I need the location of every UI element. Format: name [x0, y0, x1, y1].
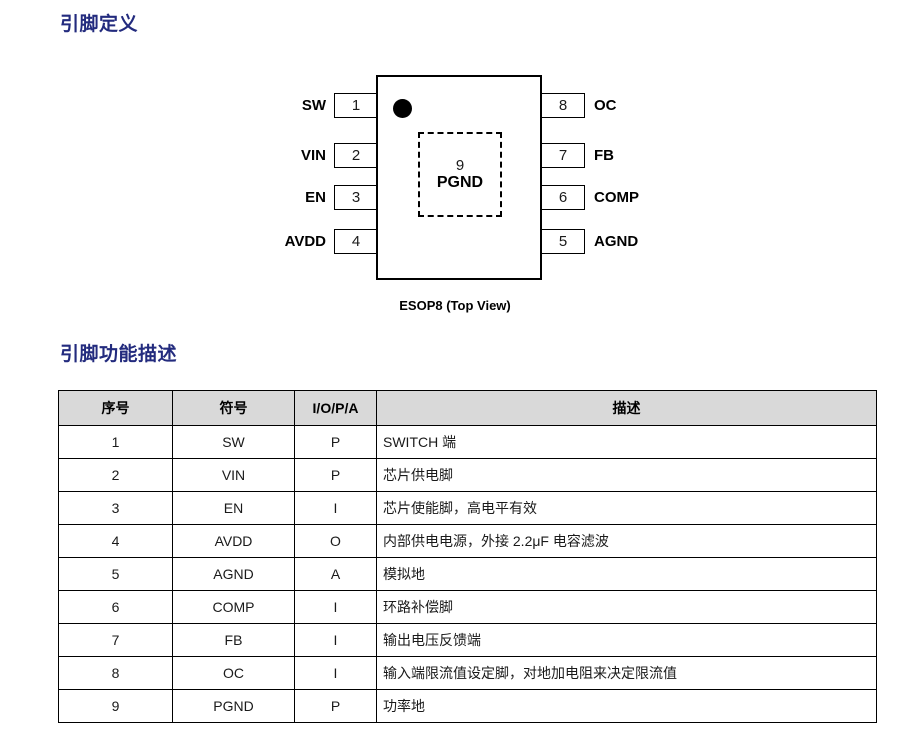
cell-iopa: I: [294, 623, 377, 657]
cell-symbol: VIN: [172, 458, 295, 492]
pin-label-vin: VIN: [300, 147, 326, 164]
cell-no: 9: [58, 689, 173, 723]
table-header-description: 描述: [376, 390, 877, 426]
cell-iopa: A: [294, 557, 377, 591]
pin-box-5: 5: [541, 229, 585, 254]
cell-iopa: P: [294, 458, 377, 492]
pin-box-3: 3: [334, 185, 378, 210]
pin-box-7: 7: [541, 143, 585, 168]
cell-description: 内部供电电源，外接 2.2μF 电容滤波: [376, 524, 877, 558]
exposed-pad-number: 9: [455, 156, 465, 174]
cell-iopa: I: [294, 590, 377, 624]
pin-label-en: EN: [305, 189, 326, 206]
cell-iopa: O: [294, 524, 377, 558]
cell-description: 输出电压反馈端: [376, 623, 877, 657]
cell-no: 8: [58, 656, 173, 690]
pin-label-sw: SW: [301, 97, 326, 114]
table-header-symbol: 符号: [172, 390, 295, 426]
pin-label-fb: FB: [594, 147, 614, 164]
cell-description: 模拟地: [376, 557, 877, 591]
package-pinout-diagram: 9 PGND SW 1 VIN 2 EN 3 AVDD 4 8 OC 7 FB …: [0, 60, 910, 320]
cell-symbol: EN: [172, 491, 295, 525]
pin-box-2: 2: [334, 143, 378, 168]
cell-description: 输入端限流值设定脚，对地加电阻来决定限流值: [376, 656, 877, 690]
cell-symbol: COMP: [172, 590, 295, 624]
cell-symbol: AGND: [172, 557, 295, 591]
pin-label-oc: OC: [594, 97, 617, 114]
pin-label-agnd: AGND: [594, 233, 639, 250]
cell-symbol: SW: [172, 425, 295, 459]
cell-no: 3: [58, 491, 173, 525]
cell-iopa: I: [294, 656, 377, 690]
pin-box-1: 1: [334, 93, 378, 118]
cell-iopa: I: [294, 491, 377, 525]
cell-no: 7: [58, 623, 173, 657]
page-title-pin-definition: 引脚定义: [60, 14, 139, 35]
cell-description: 芯片供电脚: [376, 458, 877, 492]
cell-symbol: OC: [172, 656, 295, 690]
cell-iopa: P: [294, 425, 377, 459]
exposed-pad-label: PGND: [436, 173, 484, 191]
cell-description: 芯片使能脚，高电平有效: [376, 491, 877, 525]
cell-iopa: P: [294, 689, 377, 723]
cell-description: 环路补偿脚: [376, 590, 877, 624]
page-title-pin-function: 引脚功能描述: [60, 344, 178, 365]
table-header-row: 序号 符号 I/O/P/A 描述: [58, 390, 877, 426]
exposed-pad-pgnd: 9 PGND: [418, 132, 502, 217]
pin-box-8: 8: [541, 93, 585, 118]
table-header-iopa: I/O/P/A: [294, 390, 377, 426]
cell-no: 1: [58, 425, 173, 459]
diagram-caption: ESOP8 (Top View): [399, 298, 511, 313]
cell-no: 2: [58, 458, 173, 492]
chip-body-outline: 9 PGND: [376, 75, 542, 280]
cell-description: 功率地: [376, 689, 877, 723]
cell-no: 6: [58, 590, 173, 624]
table-header-no: 序号: [58, 390, 173, 426]
pin-box-4: 4: [334, 229, 378, 254]
pin-box-6: 6: [541, 185, 585, 210]
cell-symbol: AVDD: [172, 524, 295, 558]
cell-symbol: PGND: [172, 689, 295, 723]
pin1-dot-marker: [393, 99, 412, 118]
pin-label-comp: COMP: [594, 189, 639, 206]
cell-no: 4: [58, 524, 173, 558]
pin-label-avdd: AVDD: [284, 233, 326, 250]
cell-symbol: FB: [172, 623, 295, 657]
cell-description: SWITCH 端: [376, 425, 877, 459]
cell-no: 5: [58, 557, 173, 591]
